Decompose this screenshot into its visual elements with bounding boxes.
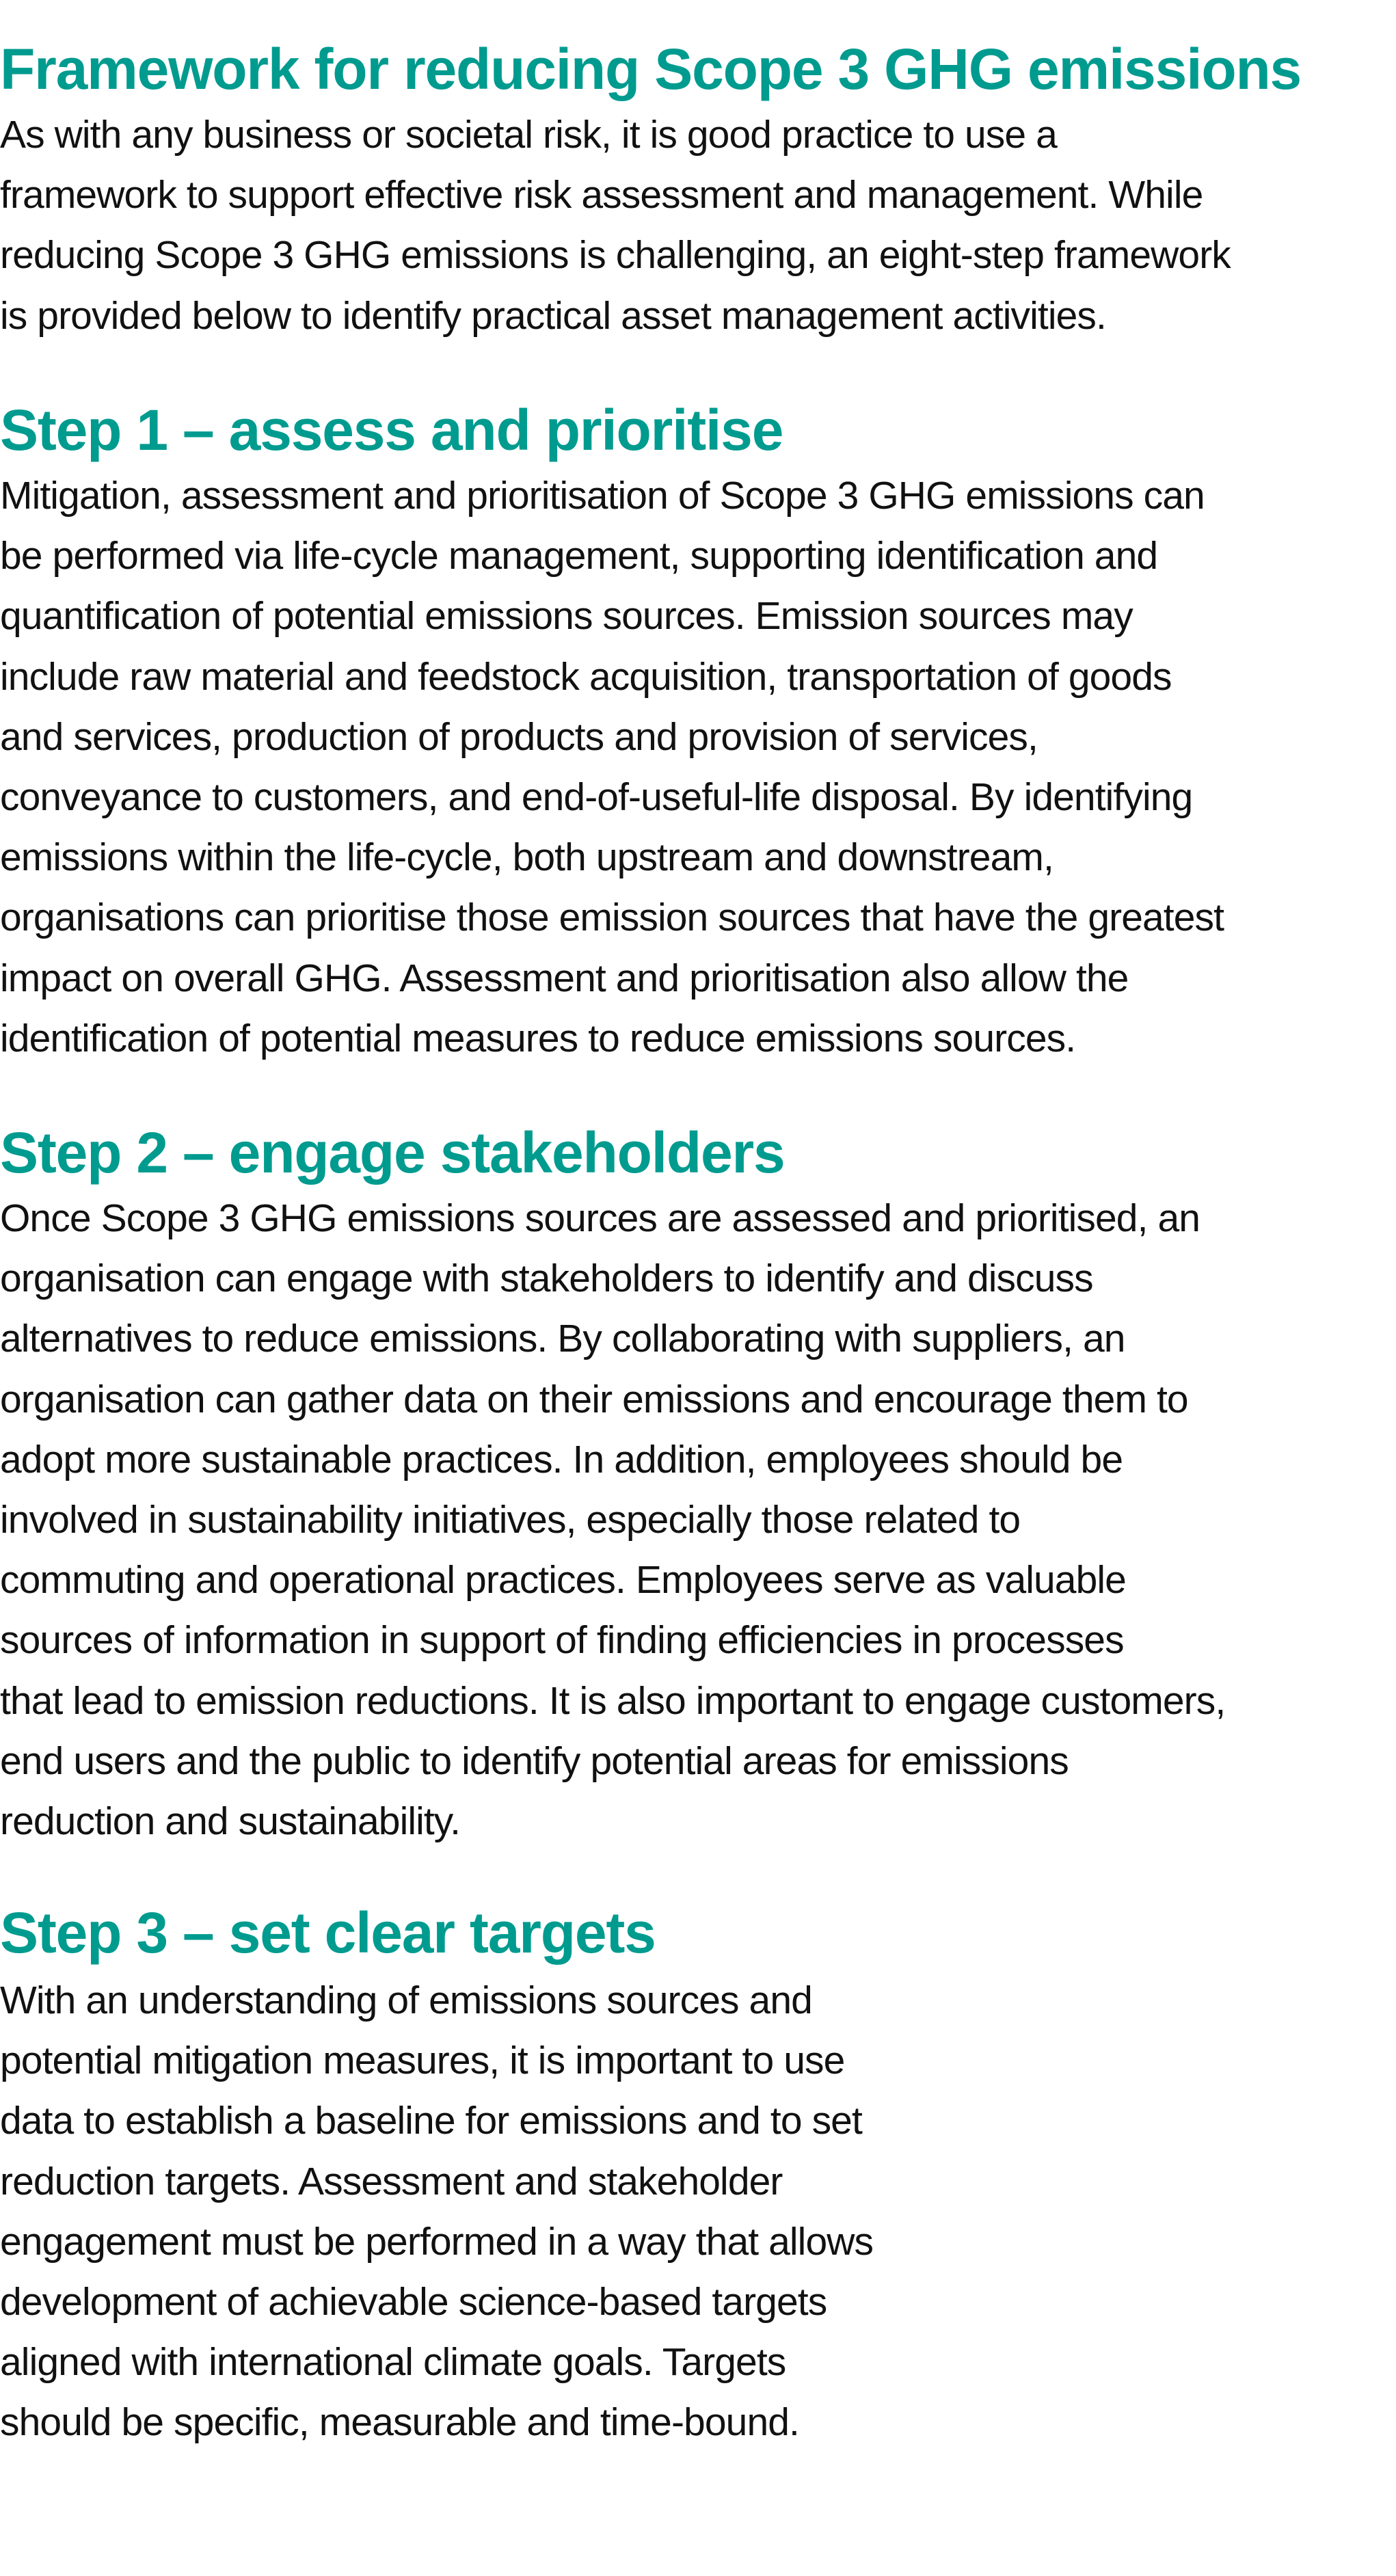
text-line: data to establish a baseline for emissio… xyxy=(0,2099,863,2143)
text-line: conveyance to customers, and end-of-usef… xyxy=(0,775,1193,820)
text-line: include raw material and feedstock acqui… xyxy=(0,654,1172,699)
text-line: development of achievable science-based … xyxy=(0,2280,827,2324)
text-line: and services, production of products and… xyxy=(0,714,1038,759)
text-line: be performed via life-cycle management, … xyxy=(0,534,1158,578)
text-line: that lead to emission reductions. It is … xyxy=(0,1678,1226,1723)
text-line: should be specific, measurable and time-… xyxy=(0,2400,800,2445)
text-line: With an understanding of emissions sourc… xyxy=(0,1978,813,2022)
text-line: commuting and operational practices. Emp… xyxy=(0,1558,1127,1602)
text-line: emissions within the life-cycle, both up… xyxy=(0,835,1054,880)
text-line: involved in sustainability initiatives, … xyxy=(0,1498,1021,1542)
text-line: organisations can prioritise those emiss… xyxy=(0,896,1224,940)
text-line: end users and the public to identify pot… xyxy=(0,1739,1069,1783)
text-line: impact on overall GHG. Assessment and pr… xyxy=(0,956,1129,1000)
text-line: engagement must be performed in a way th… xyxy=(0,2219,874,2264)
text-line: As with any business or societal risk, i… xyxy=(0,113,1058,157)
text-line: is provided below to identify practical … xyxy=(0,293,1107,338)
section-paragraph-step-3: With an understanding of emissions sourc… xyxy=(0,1970,874,2453)
section-heading-step-2: Step 2 – engage stakeholders xyxy=(0,1121,786,1185)
text-line: organisation can gather data on their em… xyxy=(0,1377,1189,1421)
text-line: reduction targets. Assessment and stakeh… xyxy=(0,2159,783,2203)
text-line: reducing Scope 3 GHG emissions is challe… xyxy=(0,233,1231,278)
text-line: reduction and sustainability. xyxy=(0,1799,461,1844)
text-line: alternatives to reduce emissions. By col… xyxy=(0,1317,1125,1361)
section-paragraph-step-1: Mitigation, assessment and prioritisatio… xyxy=(0,466,1224,1069)
text-line: identification of potential measures to … xyxy=(0,1016,1076,1060)
section-heading-step-3: Step 3 – set clear targets xyxy=(0,1901,656,1965)
page-title: Framework for reducing Scope 3 GHG emiss… xyxy=(0,37,1302,101)
text-line: quantification of potential emissions so… xyxy=(0,594,1133,639)
section-paragraph-step-2: Once Scope 3 GHG emissions sources are a… xyxy=(0,1188,1226,1851)
text-line: adopt more sustainable practices. In add… xyxy=(0,1437,1123,1481)
section-heading-step-1: Step 1 – assess and prioritise xyxy=(0,398,783,462)
text-line: potential mitigation measures, it is imp… xyxy=(0,2039,845,2083)
text-line: Mitigation, assessment and prioritisatio… xyxy=(0,474,1205,518)
text-line: organisation can engage with stakeholder… xyxy=(0,1257,1094,1301)
intro-paragraph: As with any business or societal risk, i… xyxy=(0,105,1231,346)
text-line: sources of information in support of fin… xyxy=(0,1618,1125,1663)
text-line: Once Scope 3 GHG emissions sources are a… xyxy=(0,1196,1200,1240)
text-line: framework to support effective risk asse… xyxy=(0,173,1203,217)
text-line: aligned with international climate goals… xyxy=(0,2340,786,2385)
